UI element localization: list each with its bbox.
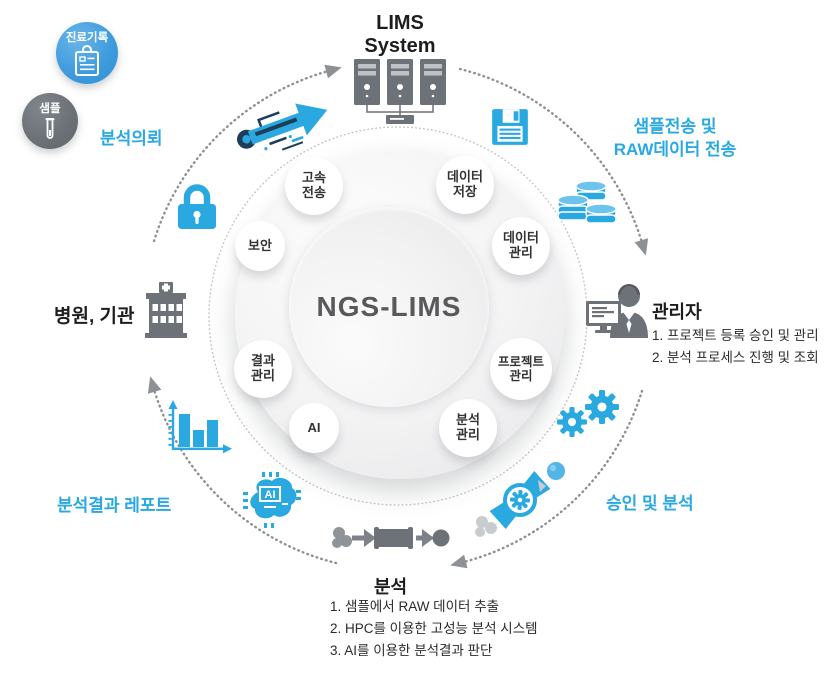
analysis-step-1: 1. 샘플에서 RAW 데이터 추출 bbox=[330, 599, 500, 614]
hospital-building-icon bbox=[138, 280, 194, 340]
analysis-step-3: 3. AI를 이용한 분석결과 판단 bbox=[330, 642, 493, 658]
label-result-report: 분석결과 레포트 bbox=[57, 496, 172, 515]
admin-person-monitor-icon bbox=[584, 279, 654, 339]
server-rack-icon bbox=[346, 57, 454, 127]
ai-brain-icon: AI bbox=[242, 472, 302, 528]
satellite-security: 보안 bbox=[235, 221, 285, 271]
satellite-data-management: 데이터 관리 bbox=[492, 217, 550, 275]
arrowhead-bottom-icon bbox=[450, 554, 468, 569]
analysis-title: 분석 bbox=[374, 577, 408, 597]
floppy-disk-icon bbox=[489, 106, 531, 148]
medical-record-label: 진료기록 bbox=[65, 32, 109, 44]
test-tube-icon bbox=[40, 116, 60, 142]
hospital-title: 병원, 기관 bbox=[54, 306, 135, 327]
arc-report bbox=[151, 384, 338, 565]
clipboard-icon bbox=[72, 45, 102, 77]
satellite-project-management: 프로젝트 관리 bbox=[490, 338, 552, 400]
satellite-result-management: 결과 관리 bbox=[234, 340, 292, 398]
arc-approval bbox=[458, 389, 644, 565]
svg-text:AI: AI bbox=[265, 489, 276, 501]
arrowhead-top-icon bbox=[324, 64, 342, 79]
medical-record-badge: 진료기록 bbox=[56, 22, 118, 84]
sample-label: 샘플 bbox=[39, 103, 61, 115]
bar-chart-icon bbox=[164, 400, 232, 458]
arrowhead-right-icon bbox=[634, 238, 649, 256]
label-approval-analysis: 승인 및 분석 bbox=[606, 494, 694, 513]
lims-system-title: LIMS System bbox=[364, 12, 436, 57]
admin-task-2: 2. 분석 프로세스 진행 및 조회 bbox=[652, 349, 819, 365]
satellite-analysis-management: 분석 관리 bbox=[439, 399, 497, 457]
satellite-ai: AI bbox=[289, 403, 339, 453]
wheel-inner-circle bbox=[289, 207, 489, 407]
admin-title: 관리자 bbox=[652, 302, 702, 322]
label-sample-raw-transfer: 샘플전송 및 RAW데이터 전송 bbox=[613, 117, 737, 159]
gears-icon bbox=[555, 386, 627, 444]
ngs-lims-label: NGS-LIMS bbox=[316, 291, 462, 322]
label-analysis-request: 분석의뢰 bbox=[100, 129, 163, 148]
arrowhead-left-icon bbox=[147, 376, 162, 394]
sample-badge: 샘플 bbox=[22, 93, 78, 149]
admin-task-1: 1. 프로젝트 등록 승인 및 관리 bbox=[652, 328, 819, 343]
coins-icon bbox=[556, 176, 620, 228]
arc-request bbox=[152, 68, 334, 243]
pipeline-icon bbox=[328, 518, 450, 560]
speed-arrow-icon bbox=[228, 90, 336, 162]
analysis-step-list: 1. 샘플에서 RAW 데이터 추출 2. HPC를 이용한 고성능 분석 시스… bbox=[330, 596, 590, 662]
lock-icon bbox=[176, 183, 218, 230]
satellite-data-storage: 데이터 저장 bbox=[436, 156, 494, 214]
arc-transfer bbox=[458, 67, 645, 248]
admin-task-list: 1. 프로젝트 등록 승인 및 관리 2. 분석 프로세스 진행 및 조회 bbox=[652, 325, 837, 369]
analysis-step-2: 2. HPC를 이용한 고성능 분석 시스템 bbox=[330, 620, 538, 636]
sequencer-icon bbox=[468, 456, 568, 541]
satellite-fast-transfer: 고속 전송 bbox=[285, 157, 343, 215]
